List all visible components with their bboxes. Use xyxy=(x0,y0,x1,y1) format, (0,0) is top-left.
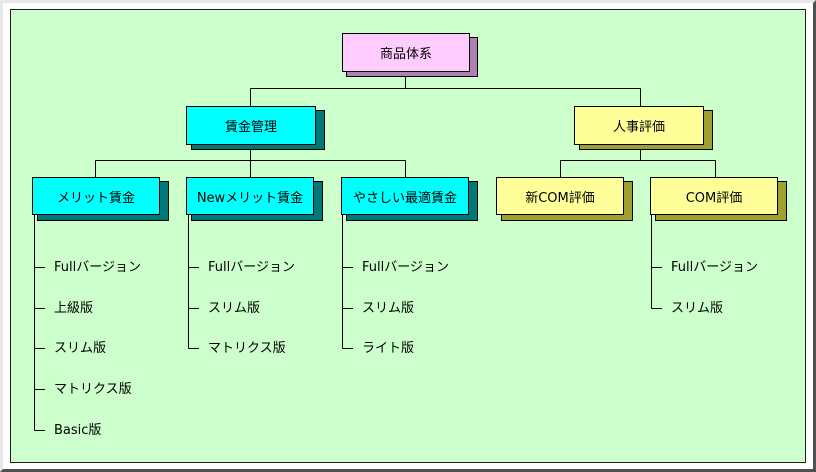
child-label: Newメリット賃金 xyxy=(196,190,304,206)
leaf-item: スリム版 xyxy=(54,341,107,356)
child-box-new-merit: Newメリット賃金 xyxy=(186,177,314,215)
leaf-item: スリム版 xyxy=(362,301,415,316)
root-box: 商品体系 xyxy=(342,33,470,72)
leaf-item: 上級版 xyxy=(54,301,94,316)
child-box-yasashii: やさしい最適賃金 xyxy=(341,177,469,215)
child-label: メリット賃金 xyxy=(56,190,135,206)
leaf-item: Fullバージョン xyxy=(671,260,758,275)
leaf-item: Fullバージョン xyxy=(208,260,295,275)
group-box-chingin: 賃金管理 xyxy=(186,106,316,145)
leaf-item: マトリクス版 xyxy=(54,382,132,397)
root-label: 商品体系 xyxy=(379,47,432,62)
child-label: COM評価 xyxy=(685,190,743,206)
child-box-com: COM評価 xyxy=(650,177,778,215)
group-box-jinji: 人事評価 xyxy=(574,106,704,145)
child-box-new-com: 新COM評価 xyxy=(496,177,624,215)
group-label: 人事評価 xyxy=(612,120,665,135)
leaf-item: マトリクス版 xyxy=(208,341,286,356)
leaf-item: ライト版 xyxy=(362,341,415,356)
child-box-merit: メリット賃金 xyxy=(32,177,160,215)
leaf-item: Basic版 xyxy=(54,423,102,438)
child-label: やさしい最適賃金 xyxy=(352,190,457,206)
leaf-item: スリム版 xyxy=(208,301,261,316)
leaf-item: Fullバージョン xyxy=(54,260,141,275)
leaf-item: スリム版 xyxy=(671,301,724,316)
group-label: 賃金管理 xyxy=(224,120,277,135)
leaf-item: Fullバージョン xyxy=(362,260,449,275)
child-label: 新COM評価 xyxy=(525,190,595,206)
